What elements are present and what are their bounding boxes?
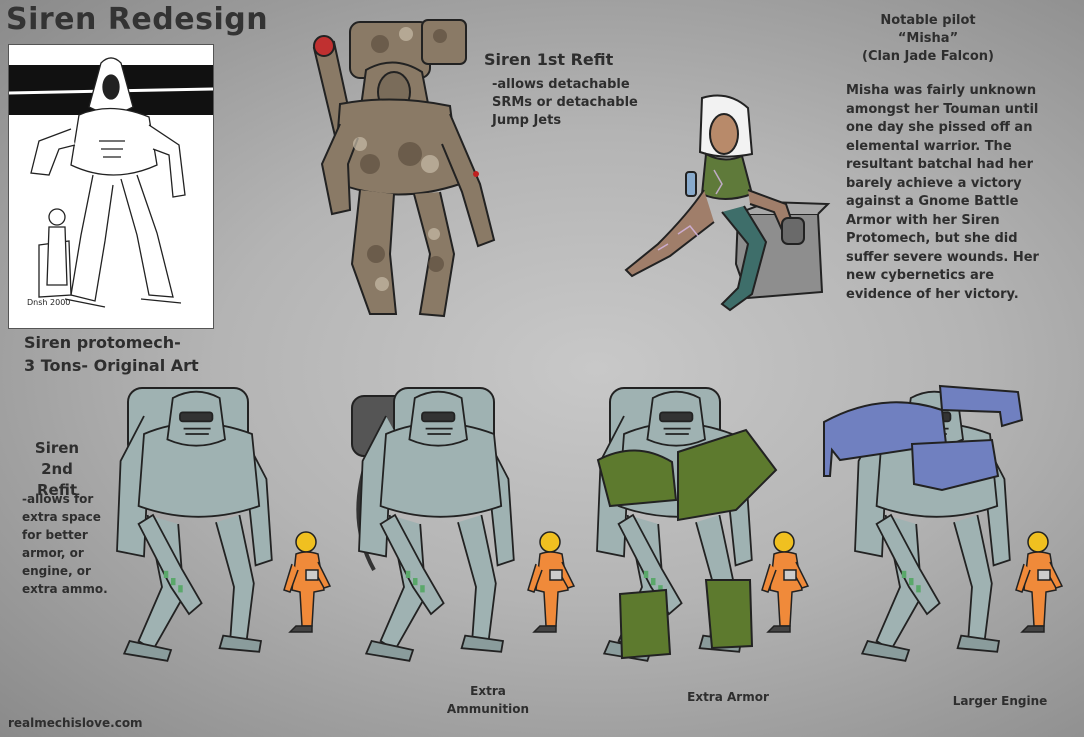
bio-line: Misha was fairly unknown — [846, 83, 1037, 98]
sketch-drawing: Dnsh 2000 — [9, 57, 213, 308]
description-line: for better — [22, 528, 88, 542]
ammo-mech-variant — [351, 387, 575, 662]
page-title: Siren Redesign — [6, 2, 269, 37]
extra-armor-label: Extra Armor — [687, 690, 769, 704]
bio-line: one day she pissed off an — [846, 120, 1033, 135]
sketch-signature: Dnsh 2000 — [27, 298, 70, 307]
original-sketch-image: Dnsh 2000 — [8, 44, 214, 329]
notable-pilot-title: Notable pilot “Misha” (Clan Jade Falcon) — [842, 12, 1014, 66]
bio-line: Protomech, but she did — [846, 231, 1018, 246]
bio-line: Armor with her Siren — [846, 212, 1000, 228]
engine-mech-variant — [823, 384, 1063, 662]
bio-line: resultant batchal had her — [846, 157, 1034, 172]
description-line: extra space — [22, 510, 101, 524]
variant-label-line: Extra — [470, 684, 506, 698]
refit-title-line: Siren — [34, 439, 80, 457]
second-refit-title: Siren 2nd Refit — [22, 438, 92, 501]
variant-label-line: Ammunition — [446, 702, 530, 716]
pilot-clan: (Clan Jade Falcon) — [862, 49, 994, 64]
first-refit-description: -allows detachable SRMs or detachable Ju… — [492, 76, 638, 130]
camo-mech-illustration — [312, 19, 496, 318]
bio-line: amongst her Touman until — [846, 101, 1039, 117]
larger-engine-label: Larger Engine — [952, 694, 1048, 708]
description-line: armor, or — [22, 546, 84, 560]
bio-line: against a Gnome Battle — [846, 194, 1019, 209]
description-line: -allows for — [22, 492, 94, 506]
armor-mech-variant — [596, 387, 809, 662]
caption-line: 3 Tons- Original Art — [24, 356, 199, 375]
caption-line: Siren protomech- — [24, 333, 181, 352]
description-line: extra ammo. — [22, 582, 108, 596]
bio-line: suffer severe wounds. Her — [846, 249, 1039, 265]
pilot-biography: Misha was fairly unknown amongst her Tou… — [846, 82, 1046, 304]
pilot-name: “Misha” — [897, 31, 959, 46]
description-line: engine, or — [22, 564, 91, 578]
bio-line: evidence of her victory. — [846, 286, 1019, 302]
bio-line: new cybernetics are — [846, 268, 995, 283]
bio-line: elemental warrior. The — [846, 138, 1012, 154]
description-line: -allows detachable — [492, 77, 630, 92]
first-refit-title: Siren 1st Refit — [484, 50, 614, 69]
pilot-misha-illustration — [624, 94, 831, 312]
bio-line: barely achieve a victory — [846, 175, 1022, 191]
base-mech-variant — [116, 387, 331, 662]
refit-title-line: 2nd Refit — [36, 460, 77, 499]
second-refit-description: -allows for extra space for better armor… — [22, 490, 112, 598]
pilot-title-line: Notable pilot — [880, 13, 976, 28]
description-line: SRMs or detachable — [492, 95, 638, 110]
description-line: Jump Jets — [492, 113, 562, 128]
website-credit: realmechislove.com — [8, 716, 143, 730]
original-art-caption: Siren protomech- 3 Tons- Original Art — [24, 331, 199, 377]
extra-ammunition-label: Extra Ammunition — [438, 682, 538, 718]
